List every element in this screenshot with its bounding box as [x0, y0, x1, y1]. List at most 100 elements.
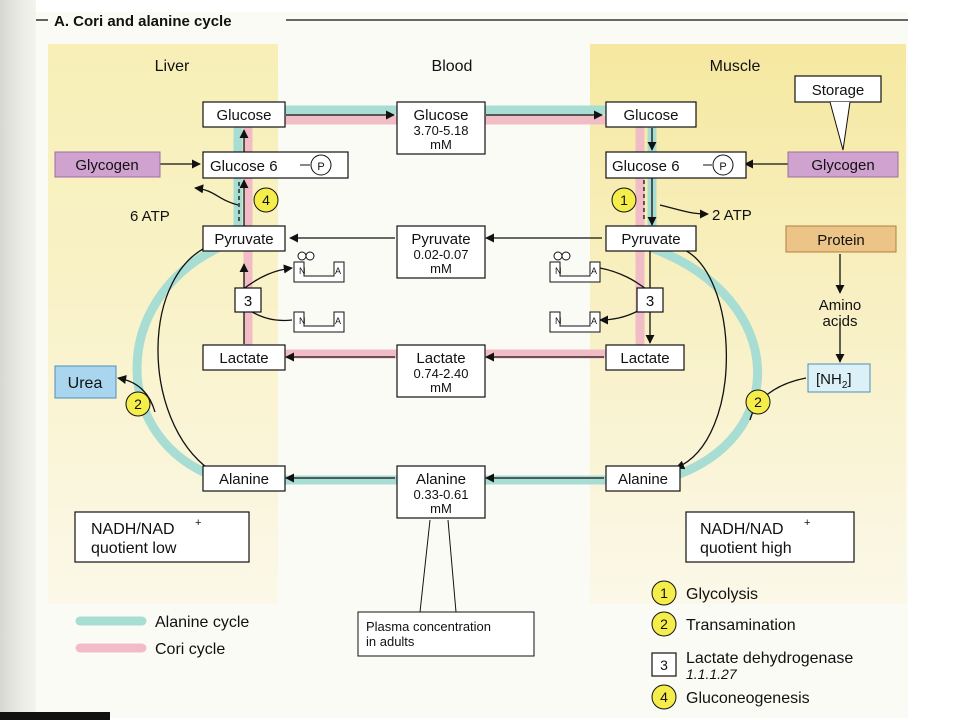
muscle-glycogen-node: Glycogen: [787, 151, 899, 178]
muscle-nadh-symbol: N A: [549, 251, 601, 283]
blood-pyruvate-node: Pyruvate 0.02-0.07 mM: [396, 225, 486, 279]
liver-glucose6-node: Glucose 6 P: [202, 151, 349, 179]
blood-lactate-node: Lactate 0.74-2.40 mM: [396, 344, 486, 398]
liver-step-2: 2: [125, 391, 151, 417]
svg-text:quotient low: quotient low: [91, 540, 177, 557]
muscle-alanine-node: Alanine: [605, 465, 681, 492]
legend-glycolysis: 1 Glycolysis: [651, 580, 758, 606]
column-muscle: Muscle: [710, 58, 761, 75]
svg-text:N: N: [299, 266, 306, 276]
liver-nadh-symbol: N A: [293, 251, 345, 283]
svg-text:Alanine: Alanine: [416, 471, 466, 488]
muscle-glucose6-node: Glucose 6 P: [605, 151, 747, 179]
svg-text:+: +: [195, 517, 201, 529]
column-liver: Liver: [155, 58, 190, 75]
svg-text:4: 4: [660, 689, 668, 705]
svg-text:Glucose: Glucose: [623, 107, 678, 124]
muscle-step-1: 1: [611, 187, 637, 213]
svg-text:Glucose 6: Glucose 6: [612, 158, 680, 175]
svg-text:N: N: [555, 266, 562, 276]
liver-step-4: 4: [253, 187, 279, 213]
muscle-atp-label: 2 ATP: [712, 207, 752, 224]
legend-lactate-dehydrogenase: 3 Lactate dehydrogenase 1.1.1.27: [651, 650, 853, 682]
blood-alanine-node: Alanine 0.33-0.61 mM: [396, 465, 486, 519]
svg-text:Glycolysis: Glycolysis: [686, 586, 758, 603]
svg-text:NADH/NAD: NADH/NAD: [91, 521, 175, 538]
svg-text:N: N: [299, 316, 306, 326]
liver-quotient-box: NADH/NAD + quotient low: [74, 511, 250, 563]
svg-text:1: 1: [660, 585, 668, 601]
svg-text:Lactate dehydrogenase: Lactate dehydrogenase: [686, 650, 853, 667]
arrows: [117, 110, 845, 483]
svg-text:[NH2]: [NH2]: [816, 371, 852, 391]
liver-step-3: 3: [234, 287, 262, 313]
amino-acids-label: Amino acids: [819, 297, 862, 330]
liver-glycogen-node: Glycogen: [54, 151, 161, 178]
svg-text:2: 2: [660, 616, 668, 632]
diagram-title: A. Cori and alanine cycle: [54, 13, 232, 30]
svg-text:2: 2: [754, 394, 762, 410]
svg-text:0.74-2.40: 0.74-2.40: [414, 366, 469, 381]
svg-text:3: 3: [660, 657, 668, 673]
svg-text:Amino: Amino: [819, 297, 862, 314]
svg-text:+: +: [804, 517, 810, 529]
svg-text:Transamination: Transamination: [686, 617, 796, 634]
svg-text:Glycogen: Glycogen: [75, 157, 138, 174]
svg-text:1.1.1.27: 1.1.1.27: [686, 666, 738, 682]
legend-cori-cycle: Cori cycle: [75, 641, 225, 658]
svg-text:Glucose: Glucose: [413, 107, 468, 124]
svg-text:Gluconeogenesis: Gluconeogenesis: [686, 690, 810, 707]
liver-alanine-node: Alanine: [202, 465, 286, 492]
muscle-step-3: 3: [636, 287, 664, 313]
nh2-node: [NH2]: [807, 363, 871, 393]
svg-text:Pyruvate: Pyruvate: [621, 231, 680, 248]
svg-text:3: 3: [646, 293, 654, 310]
svg-text:Glucose: Glucose: [216, 107, 271, 124]
svg-text:Plasma concentration: Plasma concentration: [366, 619, 491, 634]
svg-text:Pyruvate: Pyruvate: [411, 231, 470, 248]
muscle-step-2: 2: [745, 389, 771, 415]
storage-callout: Storage: [794, 75, 882, 151]
phosphate-symbol: P: [317, 161, 324, 173]
liver-atp-label: 6 ATP: [130, 208, 170, 225]
muscle-lactate-node: Lactate: [605, 344, 685, 371]
svg-text:Lactate: Lactate: [620, 350, 669, 367]
svg-text:4: 4: [262, 192, 270, 208]
svg-text:mM: mM: [430, 501, 452, 516]
column-blood: Blood: [432, 58, 473, 75]
svg-text:Protein: Protein: [817, 232, 865, 249]
liver-nad-symbol: N A: [293, 311, 345, 333]
plasma-concentration-callout: Plasma concentration in adults: [357, 519, 535, 657]
svg-text:mM: mM: [430, 261, 452, 276]
svg-text:0.02-0.07: 0.02-0.07: [414, 247, 469, 262]
svg-text:Pyruvate: Pyruvate: [214, 231, 273, 248]
svg-text:2: 2: [134, 396, 142, 412]
muscle-glucose-node: Glucose: [605, 101, 697, 128]
svg-text:in adults: in adults: [366, 634, 415, 649]
svg-text:Cori cycle: Cori cycle: [155, 641, 225, 658]
protein-node: Protein: [785, 225, 897, 253]
svg-text:Glucose 6: Glucose 6: [210, 158, 278, 175]
svg-text:0.33-0.61: 0.33-0.61: [414, 487, 469, 502]
urea-node: Urea: [54, 365, 117, 399]
svg-text:Alanine cycle: Alanine cycle: [155, 614, 249, 631]
liver-lactate-node: Lactate: [202, 344, 286, 371]
svg-text:N: N: [555, 316, 562, 326]
svg-text:3: 3: [244, 293, 252, 310]
svg-text:Alanine: Alanine: [219, 471, 269, 488]
svg-text:A: A: [335, 316, 341, 326]
svg-text:Glycogen: Glycogen: [811, 157, 874, 174]
muscle-pyruvate-node: Pyruvate: [605, 225, 697, 252]
svg-text:Urea: Urea: [68, 375, 103, 392]
svg-text:Storage: Storage: [812, 82, 865, 99]
svg-text:A: A: [591, 266, 597, 276]
svg-text:Alanine: Alanine: [618, 471, 668, 488]
blood-glucose-node: Glucose 3.70-5.18 mM: [396, 101, 486, 155]
svg-text:A: A: [335, 266, 341, 276]
svg-text:Lactate: Lactate: [416, 350, 465, 367]
svg-text:mM: mM: [430, 380, 452, 395]
svg-text:Lactate: Lactate: [219, 350, 268, 367]
muscle-nad-symbol: N A: [549, 311, 601, 333]
